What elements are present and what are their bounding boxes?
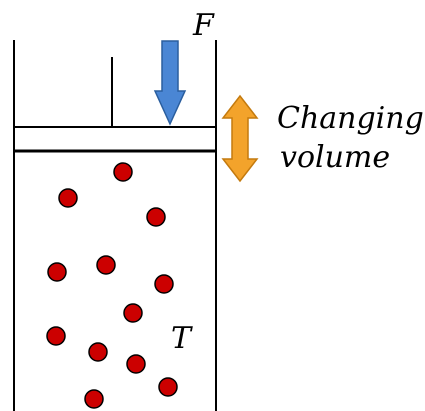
- gas-molecule-11: [158, 377, 178, 397]
- gas-molecule-6: [154, 274, 174, 294]
- down-arrow-icon: [153, 40, 187, 126]
- gas-molecule-9: [88, 342, 108, 362]
- gas-molecule-7: [123, 303, 143, 323]
- temperature-label: T: [171, 321, 193, 356]
- volume-label-line1: Changing: [277, 101, 424, 136]
- up-down-arrow-icon: [221, 94, 259, 183]
- volume-label-line2: volume: [280, 140, 390, 175]
- gas-molecule-1: [113, 162, 133, 182]
- gas-molecules: [46, 162, 178, 409]
- gas-molecule-3: [146, 207, 166, 227]
- gas-molecule-4: [47, 262, 67, 282]
- force-label: F: [192, 8, 215, 43]
- piston-plate: [13, 126, 217, 152]
- gas-molecule-8: [46, 326, 66, 346]
- gas-molecule-12: [84, 389, 104, 409]
- gas-molecule-10: [126, 354, 146, 374]
- gas-molecule-2: [58, 188, 78, 208]
- gas-molecule-5: [96, 255, 116, 275]
